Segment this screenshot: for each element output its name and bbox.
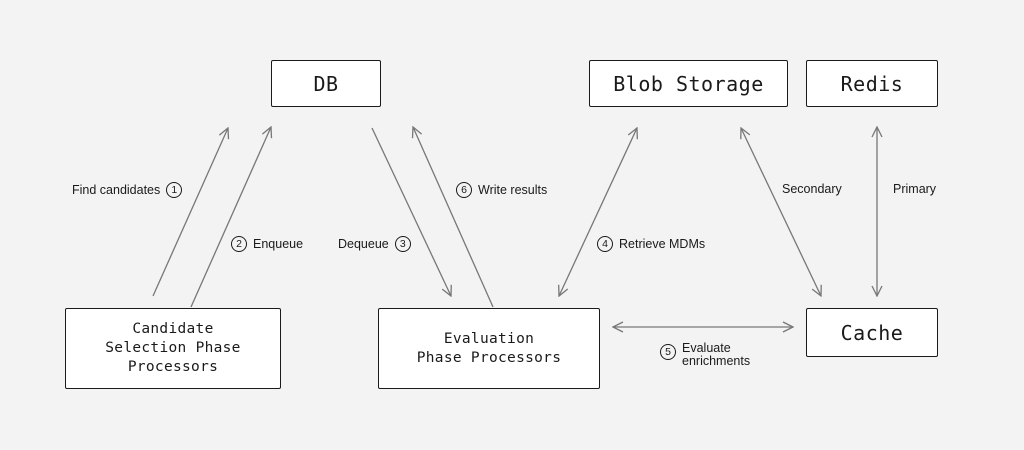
step-enqueue: 2 Enqueue (231, 236, 303, 252)
arrow-find-candidates (152, 128, 228, 297)
step-4-badge: 4 (597, 236, 613, 252)
step-write-results: 6 Write results (456, 182, 547, 198)
step-dequeue: Dequeue 3 (338, 236, 411, 252)
step-evaluate-text: Evaluate enrichments (682, 341, 751, 368)
secondary-text: Secondary (782, 182, 842, 196)
arrow-secondary (741, 128, 821, 296)
step-write-text: Write results (478, 183, 548, 197)
evaluation-phase-node: Evaluation Phase Processors (378, 308, 600, 389)
step-1-badge: 1 (166, 182, 183, 198)
db-node: DB (271, 60, 381, 107)
step-3-badge: 3 (394, 236, 411, 252)
cache-label: Cache (840, 320, 904, 345)
blob-storage-node: Blob Storage (589, 60, 788, 107)
cache-node: Cache (806, 308, 938, 357)
step-2-badge: 2 (231, 236, 247, 252)
step-dequeue-text: Dequeue (338, 237, 389, 251)
candidate-selection-node: Candidate Selection Phase Processors (65, 308, 281, 389)
step-find-text: Find candidates (72, 183, 161, 197)
arrow-write-results (413, 127, 494, 308)
step-6-badge: 6 (456, 182, 472, 198)
step-retrieve-mdms: 4 Retrieve MDMs (597, 236, 705, 252)
step-5-badge: 5 (660, 344, 676, 360)
db-label: DB (313, 71, 339, 96)
redis-node: Redis (806, 60, 938, 107)
step-evaluate-enrichments: 5 Evaluate enrichments (660, 342, 750, 368)
edge-label-primary: Primary (893, 182, 936, 196)
edge-label-secondary: Secondary (782, 182, 842, 196)
evaluation-phase-label: Evaluation Phase Processors (416, 330, 562, 366)
candidate-selection-label: Candidate Selection Phase Processors (105, 321, 241, 375)
arrow-retrieve-mdms (559, 128, 637, 296)
redis-label: Redis (840, 71, 904, 96)
arrow-dequeue (371, 127, 451, 296)
step-enqueue-text: Enqueue (253, 237, 304, 251)
blob-storage-label: Blob Storage (613, 71, 764, 96)
arrow-enqueue (190, 127, 271, 308)
primary-text: Primary (893, 182, 937, 196)
step-find-candidates: Find candidates 1 (72, 182, 183, 198)
step-retrieve-text: Retrieve MDMs (619, 237, 706, 251)
